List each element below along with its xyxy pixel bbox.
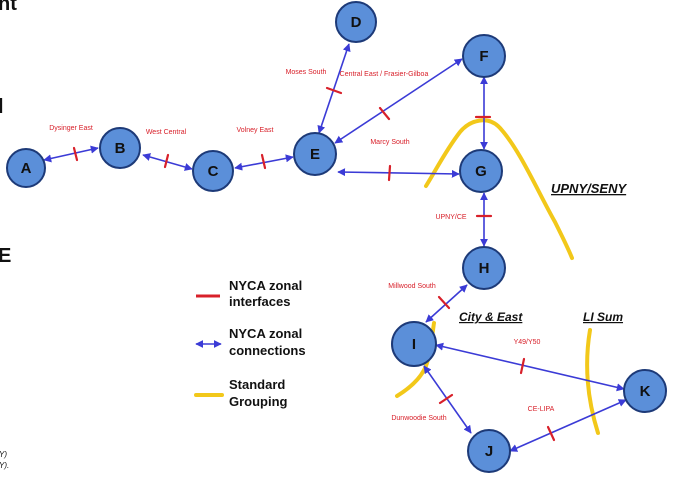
connection-d-e [317, 43, 351, 134]
interface-label-dunwoodie-south: Dunwoodie South [391, 415, 446, 422]
connection-h-i [425, 284, 468, 323]
legend-interfaces-line2: interfaces [229, 294, 290, 309]
legend-connections-line1: NYCA zonal [229, 326, 302, 341]
svg-text:C: C [208, 163, 219, 180]
node-g: G [459, 149, 503, 193]
cropped-text-fragment: l [0, 96, 4, 118]
svg-text:G: G [475, 163, 487, 180]
interface-tick-millwood-south [437, 295, 451, 310]
connection-i-k [435, 342, 625, 392]
connection-j-k [509, 399, 627, 452]
interface-tick-y49-y50 [519, 357, 526, 375]
svg-text:J: J [485, 443, 493, 460]
interface-tick-dunwoodie-south [438, 393, 454, 405]
svg-text:A: A [21, 160, 32, 177]
interface-label-marcy-south: Marcy South [370, 139, 409, 146]
connection-i-j [423, 365, 472, 434]
interface-label-central-east: Central East / Frasier-Gilboa [340, 71, 429, 78]
node-f: F [462, 34, 506, 78]
cropped-note-fragment: Y) [0, 450, 7, 459]
node-e: E [293, 132, 337, 176]
legend-connections-line2: connections [229, 343, 306, 358]
group-label-city-east: City & East [459, 310, 523, 324]
node-c: C [192, 150, 234, 192]
legend-interfaces-line1: NYCA zonal [229, 278, 302, 293]
interface-label-upny-ce: UPNY/CE [435, 214, 466, 221]
svg-text:F: F [479, 48, 488, 65]
node-d: D [335, 1, 377, 43]
connection-b-c [142, 153, 193, 171]
node-i: I [391, 321, 437, 367]
interface-tick-volney-east [260, 153, 267, 170]
group-label-li-sum: LI Sum [583, 310, 623, 324]
node-b: B [99, 127, 141, 169]
interface-tick-moses-south [325, 86, 343, 95]
interface-label-dysinger-east: Dysinger East [49, 125, 93, 132]
legend: NYCA zonal interfaces NYCA zonal connect… [194, 278, 306, 409]
interface-tick-dysinger-east [72, 146, 79, 162]
node-h: H [462, 246, 506, 290]
group-label-upny-seny: UPNY/SENY [551, 181, 627, 196]
svg-text:E: E [310, 146, 320, 163]
interface-labels: Dysinger East West Central Volney East M… [49, 69, 554, 422]
node-a: A [6, 148, 46, 188]
svg-text:B: B [115, 140, 126, 157]
legend-grouping-line1: Standard [229, 377, 285, 392]
interface-tick-ce-lipa [546, 425, 556, 442]
svg-text:H: H [479, 260, 490, 277]
interface-label-millwood-south: Millwood South [388, 283, 436, 290]
cropped-note-fragment: Y). [0, 461, 9, 470]
svg-text:I: I [412, 336, 416, 353]
interface-label-ce-lipa: CE-LIPA [528, 406, 555, 413]
upny-seny-grouping-curve [424, 118, 574, 260]
cropped-text-fragment: nt [0, 0, 17, 15]
node-k: K [623, 369, 667, 413]
cropped-text-fragment: E [0, 245, 11, 267]
connections [43, 43, 627, 452]
svg-text:K: K [640, 383, 651, 400]
interface-tick-central-east [378, 106, 391, 121]
interface-label-y49-y50: Y49/Y50 [514, 339, 541, 346]
interface-tick-west-central [163, 153, 170, 169]
node-j: J [467, 429, 511, 473]
interface-markers [72, 86, 556, 442]
svg-text:D: D [351, 14, 362, 31]
connection-a-b [43, 145, 99, 163]
interface-tick-marcy-south [387, 164, 392, 182]
legend-grouping-line2: Grouping [229, 394, 288, 409]
interface-label-west-central: West Central [146, 129, 187, 136]
connection-e-f [334, 58, 463, 144]
interface-label-volney-east: Volney East [237, 127, 274, 134]
nodes: A B C D E F G H [6, 1, 667, 473]
connection-e-g [337, 168, 460, 178]
interface-label-moses-south: Moses South [286, 69, 327, 76]
